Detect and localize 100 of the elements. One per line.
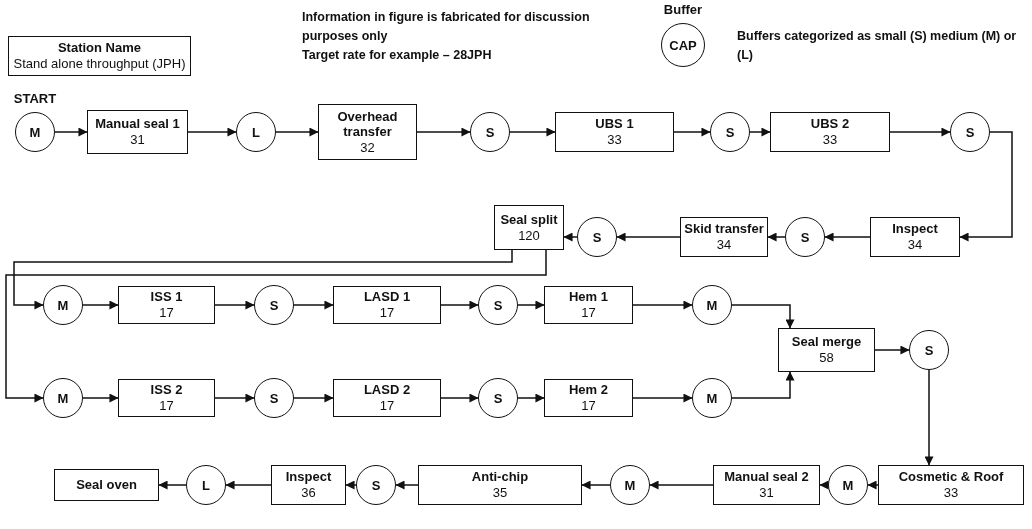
station-name: Seal merge	[791, 334, 862, 350]
throughput-value: 31	[130, 132, 145, 148]
station-name: Hem 2	[569, 382, 608, 398]
station-box	[878, 465, 1024, 505]
station-box	[118, 379, 215, 417]
buffer-circle: M	[692, 378, 732, 418]
station-box	[87, 110, 188, 154]
station-name: Seal split	[500, 211, 558, 228]
station-box	[544, 286, 633, 324]
throughput-value: 34	[716, 237, 732, 253]
arrow	[225, 480, 272, 490]
buffer-circle: M	[692, 285, 732, 325]
throughput-value: 33	[943, 485, 959, 501]
arrow	[345, 480, 357, 490]
arrow	[293, 393, 334, 403]
station-box	[418, 465, 582, 505]
station-name: Overhead transfer	[336, 108, 399, 140]
arrow	[924, 369, 934, 466]
station-box	[544, 379, 633, 417]
throughput-value: 17	[159, 305, 174, 321]
arrow	[214, 300, 255, 310]
station-name: LASD 2	[363, 382, 411, 398]
buffer-circle: S	[356, 465, 396, 505]
arrow	[959, 131, 1013, 242]
arrow	[819, 480, 829, 490]
arrow	[440, 300, 479, 310]
station-name: Hem 1	[569, 289, 608, 305]
buffer-circle: S	[785, 217, 825, 257]
arrow	[581, 480, 611, 490]
arrow	[632, 300, 693, 310]
arrow	[673, 127, 711, 137]
arrow	[632, 393, 693, 403]
station-name: ISS 2	[150, 382, 183, 398]
station-name: LASD 1	[363, 289, 411, 305]
station-name: Manual seal 2	[724, 469, 809, 485]
station-name: Seal oven	[76, 477, 137, 493]
station-box	[318, 104, 417, 160]
buffer-circle: CAP	[661, 23, 705, 67]
station-box	[118, 286, 215, 324]
buffer-circle: L	[236, 112, 276, 152]
throughput-value: 17	[379, 305, 395, 321]
arrow	[82, 300, 119, 310]
station-name: Anti-chip	[471, 469, 529, 485]
buffer-circle: M	[828, 465, 868, 505]
circle-heading: Buffer	[663, 2, 703, 17]
arrow	[731, 304, 795, 329]
legend-text: Stand alone throughput (JPH)	[13, 56, 186, 72]
station-name: Manual seal 1	[95, 116, 180, 132]
buffer-circle: M	[43, 285, 83, 325]
arrow	[649, 480, 714, 490]
arrow	[509, 127, 556, 137]
throughput-value: 17	[159, 398, 174, 414]
station-box	[333, 286, 441, 324]
throughput-value: 34	[907, 237, 923, 253]
buffer-circle: M	[610, 465, 650, 505]
arrow	[416, 127, 471, 137]
buffer-circle: S	[254, 378, 294, 418]
arrow	[13, 249, 513, 310]
station-box	[494, 205, 564, 250]
arrow	[749, 127, 771, 137]
throughput-value: 36	[301, 485, 316, 501]
circle-heading: START	[13, 91, 57, 106]
note-text: Target rate for example – 28JPH	[302, 47, 493, 64]
arrow	[214, 393, 255, 403]
buffer-circle: M	[43, 378, 83, 418]
arrow	[767, 232, 786, 242]
buffer-circle: S	[710, 112, 750, 152]
arrow	[395, 480, 419, 490]
station-box	[680, 217, 768, 257]
station-name: Cosmetic & Roof	[898, 469, 1004, 485]
buffer-circle: S	[478, 378, 518, 418]
station-name: Station Name	[57, 40, 142, 56]
arrow	[5, 249, 547, 403]
throughput-value: 35	[492, 485, 508, 501]
station-box	[333, 379, 441, 417]
arrow	[187, 127, 237, 137]
arrow	[517, 300, 545, 310]
throughput-value: 33	[822, 132, 838, 148]
legend-box	[8, 36, 191, 76]
arrow	[563, 232, 578, 242]
station-box	[555, 112, 674, 152]
station-name: UBS 2	[810, 116, 850, 132]
station-box	[770, 112, 890, 152]
station-box	[870, 217, 960, 257]
buffer-circle: L	[186, 465, 226, 505]
arrow	[616, 232, 681, 242]
station-box	[713, 465, 820, 505]
throughput-value: 32	[360, 139, 375, 156]
arrow	[731, 371, 795, 399]
arrow	[517, 393, 545, 403]
arrow	[293, 300, 334, 310]
station-box	[778, 328, 875, 372]
station-name: ISS 1	[150, 289, 183, 305]
throughput-value: 33	[607, 132, 622, 148]
station-box	[54, 469, 159, 501]
buffer-circle: S	[254, 285, 294, 325]
arrow	[867, 480, 879, 490]
arrow	[874, 345, 910, 355]
buffer-circle: M	[15, 112, 55, 152]
throughput-value: 17	[581, 305, 596, 321]
